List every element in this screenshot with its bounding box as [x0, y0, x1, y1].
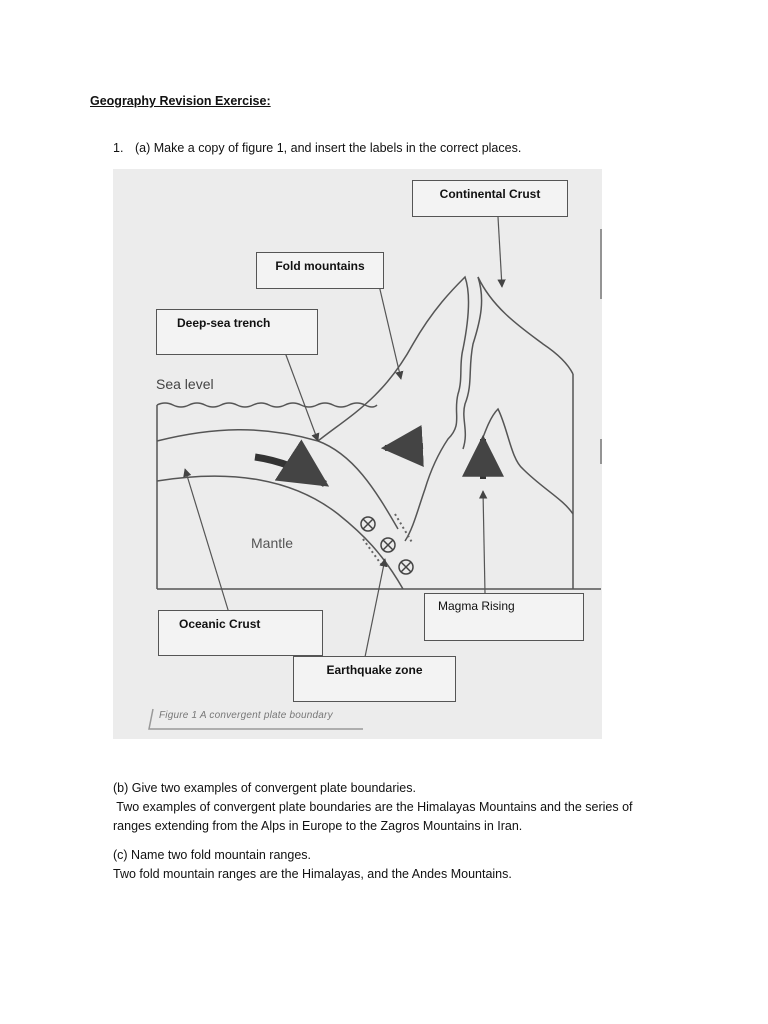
answer-1b-line-2: ranges extending from the Alps in Europe… — [113, 819, 523, 833]
question-1a: 1. (a) Make a copy of figure 1, and inser… — [113, 141, 521, 155]
label-magma-rising: Magma Rising — [424, 593, 584, 641]
figure-caption: Figure 1 A convergent plate boundary — [159, 710, 333, 721]
label-oceanic-crust: Oceanic Crust — [158, 610, 323, 656]
label-deep-sea-trench: Deep-sea trench — [156, 309, 318, 355]
page-title: Geography Revision Exercise: — [90, 94, 271, 108]
question-1b-text: (b) Give two examples of convergent plat… — [113, 781, 416, 795]
label-fold-mountains: Fold mountains — [256, 252, 384, 289]
sea-level-label: Sea level — [156, 376, 214, 392]
answer-1c: Two fold mountain ranges are the Himalay… — [113, 867, 512, 881]
question-1c-text: (c) Name two fold mountain ranges. — [113, 848, 312, 862]
convergent-boundary-diagram — [148, 216, 602, 730]
mantle-label: Mantle — [251, 535, 294, 551]
question-1c: (c) Name two fold mountain ranges. Two f… — [113, 846, 673, 884]
answer-1b-line-1: Two examples of convergent plate boundar… — [113, 800, 633, 814]
question-number: 1. — [113, 141, 124, 155]
label-earthquake-zone: Earthquake zone — [293, 656, 456, 702]
question-1b: (b) Give two examples of convergent plat… — [113, 779, 673, 836]
question-1a-text: (a) Make a copy of figure 1, and insert … — [135, 141, 522, 155]
label-continental-crust: Continental Crust — [412, 180, 568, 217]
figure-1: Continental Crust Fold mountains Deep-se… — [113, 169, 602, 739]
